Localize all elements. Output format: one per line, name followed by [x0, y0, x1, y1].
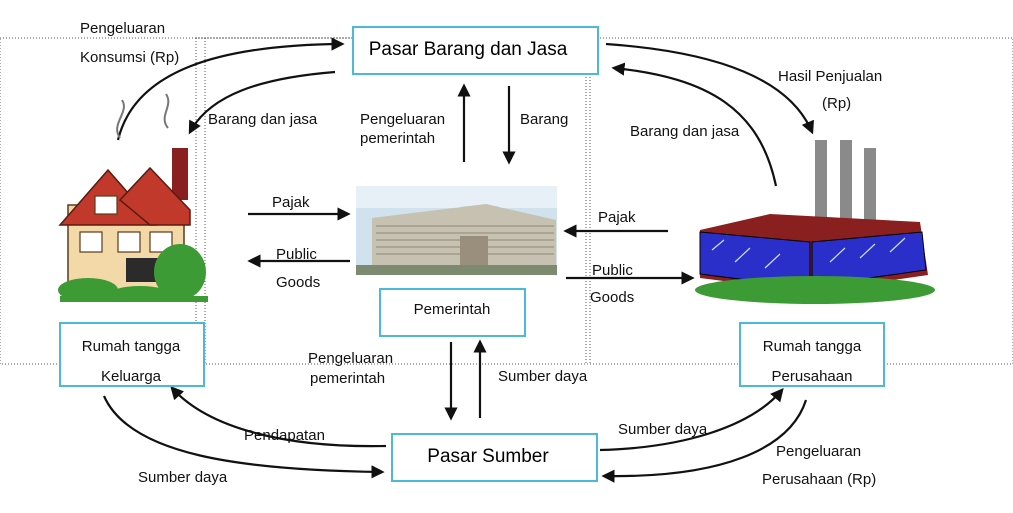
label-hasil-penjualan-line1: Hasil Penjualan — [778, 68, 882, 85]
arrow-firm-spending — [604, 400, 806, 476]
government-building-photo — [356, 186, 557, 275]
label-pengeluaran-pemerintah-bottom-line1: Pengeluaran — [308, 350, 393, 367]
label-barang-dan-jasa-left: Barang dan jasa — [208, 111, 318, 128]
pasar-sumber-box: Pasar Sumber — [392, 434, 597, 481]
pasar-sumber-label: Pasar Sumber — [427, 446, 549, 467]
rumah-tangga-perusahaan-box: Rumah tangga Perusahaan — [740, 323, 884, 386]
label-pengeluaran-pemerintah-top-line2: pemerintah — [360, 130, 435, 147]
pasar-barang-box: Pasar Barang dan Jasa — [353, 27, 598, 74]
label-public-goods-right-line1: Public — [592, 262, 633, 279]
rumah-tangga-perusahaan-line1: Rumah tangga — [763, 338, 862, 355]
label-public-goods-left-line2: Goods — [276, 274, 320, 291]
label-pengeluaran-perusahaan-line1: Pengeluaran — [776, 443, 861, 460]
label-pajak-left: Pajak — [272, 194, 310, 211]
arrow-sales-revenue — [606, 44, 812, 132]
label-pajak-right: Pajak — [598, 209, 636, 226]
label-pendapatan: Pendapatan — [244, 427, 325, 444]
label-pengeluaran-pemerintah-bottom-line2: pemerintah — [310, 370, 385, 387]
label-barang-dan-jasa-right: Barang dan jasa — [630, 123, 740, 140]
arrow-resources-household — [104, 396, 382, 472]
label-pengeluaran-perusahaan-line2: Perusahaan (Rp) — [762, 471, 876, 488]
label-hasil-penjualan-line2: (Rp) — [822, 95, 851, 112]
label-pengeluaran-konsumsi-line1: Pengeluaran — [80, 20, 165, 37]
label-public-goods-left-line1: Public — [276, 246, 317, 263]
factory-illustration — [695, 140, 935, 304]
label-barang: Barang — [520, 111, 568, 128]
arrow-resources-firm — [600, 390, 782, 450]
pemerintah-box: Pemerintah — [380, 289, 525, 336]
label-sumber-daya-left: Sumber daya — [138, 469, 228, 486]
pasar-barang-label: Pasar Barang dan Jasa — [369, 39, 568, 60]
label-pengeluaran-konsumsi-line2: Konsumsi (Rp) — [80, 49, 179, 66]
rumah-tangga-perusahaan-line2: Perusahaan — [772, 368, 853, 385]
pemerintah-label: Pemerintah — [414, 301, 491, 318]
rumah-tangga-keluarga-line2: Keluarga — [101, 368, 162, 385]
house-illustration — [58, 94, 208, 302]
label-sumber-daya-right: Sumber daya — [618, 421, 708, 438]
label-sumber-daya-center: Sumber daya — [498, 368, 588, 385]
label-public-goods-right-line2: Goods — [590, 289, 634, 306]
rumah-tangga-keluarga-box: Rumah tangga Keluarga — [60, 323, 204, 386]
rumah-tangga-keluarga-line1: Rumah tangga — [82, 338, 181, 355]
label-pengeluaran-pemerintah-top-line1: Pengeluaran — [360, 111, 445, 128]
